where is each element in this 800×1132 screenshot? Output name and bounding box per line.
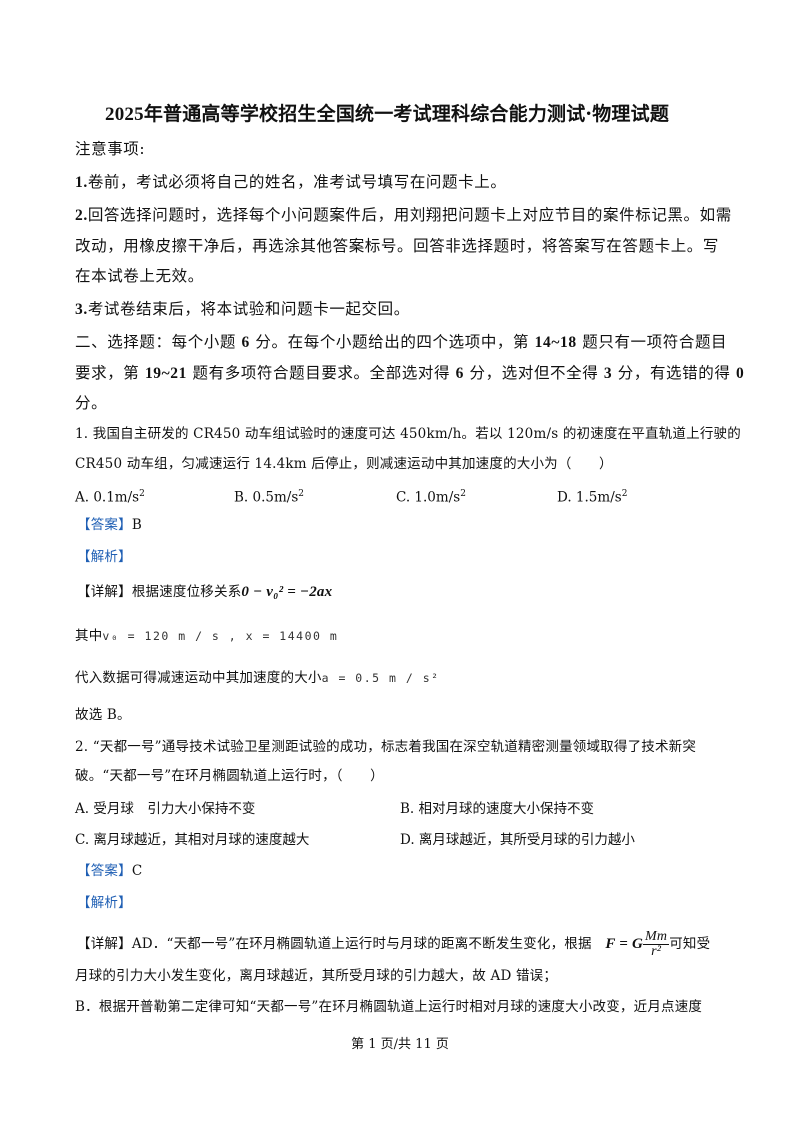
- section-2-line-1: 二、选择题：每个小题 6 分。在每个小题给出的四个选项中，第 14~18 题只有…: [75, 333, 728, 351]
- q2-stem-line-2: 破。“天都一号”在环月椭圆轨道上运行时，（ ）: [75, 768, 384, 784]
- notice-item-2-line-2: 改动，用橡皮擦干净后，再选涂其他答案标号。回答非选择题时，将答案写在答题卡上。写: [75, 237, 720, 255]
- notice-item-3: 3.考试卷结束后，将本试验和问题卡一起交回。: [75, 300, 410, 318]
- q2-detail-line-2: 月球的引力大小发生变化，离月球越近，其所受月球的引力越大，故 AD 错误；: [75, 968, 558, 984]
- q1-answer: 【答案】B: [77, 517, 142, 533]
- q1-formula: 0 − v₀² = −2ax: [241, 584, 333, 600]
- q2-option-a: A. 受月球 引力大小保持不变: [75, 801, 256, 817]
- notice-item-2: 2.回答选择问题时，选择每个小问题案件后，用刘翔把问题卡上对应节目的案件标记黑。…: [75, 206, 732, 224]
- q2-answer: 【答案】C: [77, 863, 143, 879]
- q1-option-b: B. 0.5m/s2: [234, 489, 304, 506]
- q2-formula-lhs: F = G: [605, 936, 644, 952]
- notice-item-2-line-3: 在本试卷上无效。: [75, 267, 204, 285]
- q2-option-b: B. 相对月球的速度大小保持不变: [400, 801, 595, 817]
- q1-given: 其中v₀ = 120 m / s , x = 14400 m: [75, 628, 339, 644]
- q1-option-a: A. 0.1m/s2: [75, 489, 145, 506]
- q1-option-d: D. 1.5m/s2: [557, 489, 628, 506]
- q1-conclusion: 故选 B。: [75, 707, 131, 723]
- q1-substitute: 代入数据可得减速运动中其加速度的大小a = 0.5 m / s²: [75, 670, 440, 686]
- q1-detail: 【详解】根据速度位移关系0 − v₀² = −2ax: [77, 584, 333, 600]
- title-text: 年普通高等学校招生全国统一考试理科综合能力测试·物理试题: [143, 103, 670, 125]
- document-title: 2025年普通高等学校招生全国统一考试理科综合能力测试·物理试题: [105, 104, 669, 125]
- q2-option-c: C. 离月球越近，其相对月球的速度越大: [75, 832, 310, 848]
- notice-heading: 注意事项:: [75, 140, 146, 158]
- section-2-line-2: 要求，第 19~21 题有多项符合题目要求。全部选对得 6 分，选对但不全得 3…: [75, 364, 745, 382]
- title-year: 2025: [105, 104, 144, 125]
- q2-detail-line-1: 【详解】AD．“天都一号”在环月椭圆轨道上运行时与月球的距离不断发生变化，根据 …: [77, 929, 711, 959]
- q1-analysis-tag: 【解析】: [77, 549, 132, 565]
- q2-analysis-tag: 【解析】: [77, 895, 132, 911]
- q1-option-c: C. 1.0m/s2: [396, 489, 466, 506]
- page-footer: 第 1 页/共 11 页: [351, 1037, 449, 1052]
- q1-stem-line-1: 1. 我国自主研发的 CR450 动车组试验时的速度可达 450km/h。若以 …: [75, 426, 741, 442]
- q2-detail-line-3: B．根据开普勒第二定律可知“天都一号”在环月椭圆轨道上运行时相对月球的速度大小改…: [75, 999, 703, 1015]
- q1-stem-line-2: CR450 动车组，匀减速运行 14.4km 后停止，则减速运动中其加速度的大小…: [75, 456, 613, 472]
- q2-stem-line-1: 2. “天都一号”通导技术试验卫星测距试验的成功，标志着我国在深空轨道精密测量领…: [75, 739, 697, 755]
- section-2-line-3: 分。: [75, 394, 108, 412]
- q2-option-d: D. 离月球越近，其所受月球的引力越小: [400, 832, 635, 848]
- notice-item-1: 1.卷前，考试必须将自己的姓名，准考试号填写在问题卡上。: [75, 173, 507, 191]
